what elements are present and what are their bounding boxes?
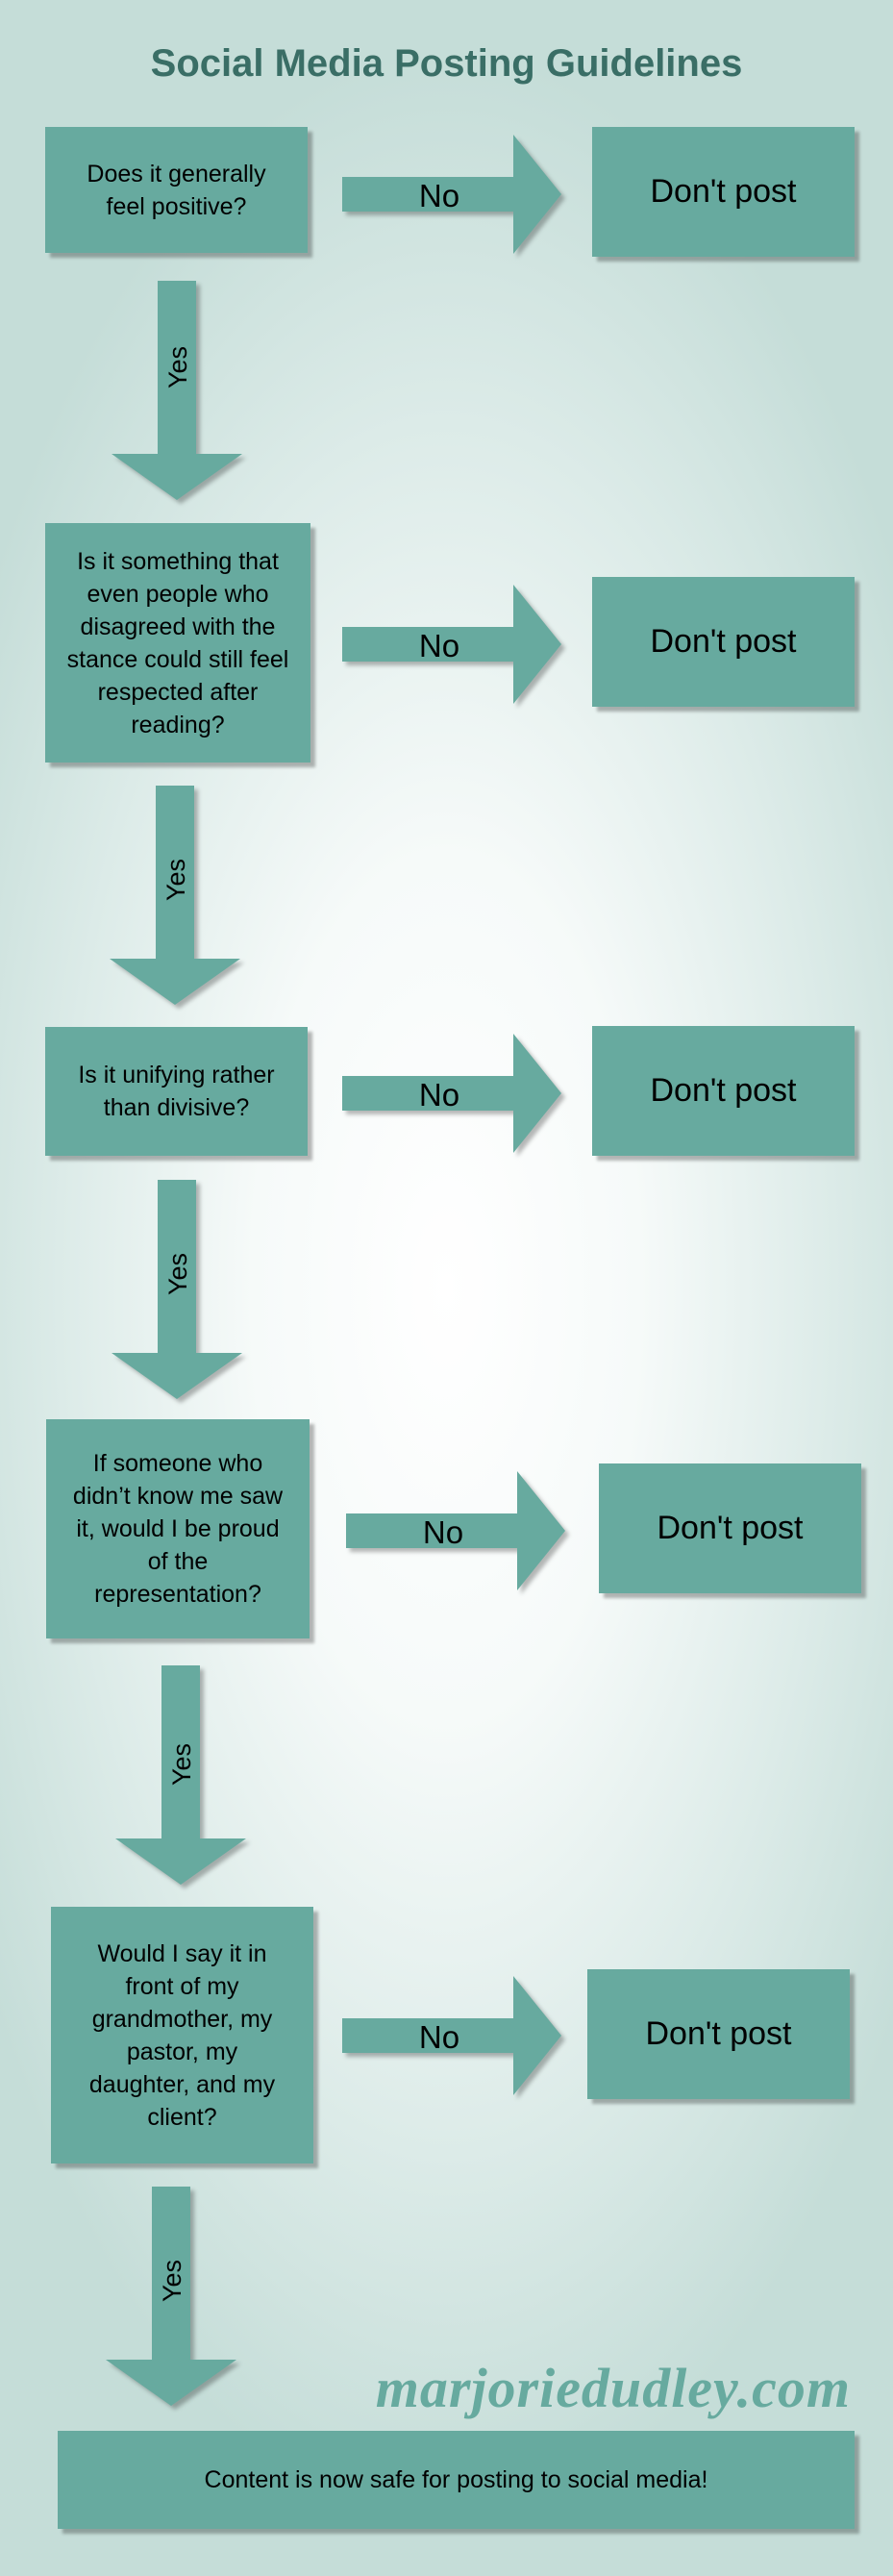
no-arrow-shape-4 [346, 1471, 565, 1590]
no-arrow-3: No [342, 1034, 561, 1153]
final-safe-text: Content is now safe for posting to socia… [204, 2465, 708, 2493]
no-arrow-shape-3 [342, 1034, 561, 1153]
yes-arrow-5: Yes [106, 2187, 236, 2406]
no-label-2: No [419, 628, 459, 663]
no-arrow-5: No [342, 1976, 561, 2095]
yes-label-1: Yes [163, 346, 192, 388]
no-arrow-2: No [342, 585, 561, 704]
question-box-1: Does it generally feel positive? [45, 127, 308, 253]
no-arrow-shape-1 [342, 135, 561, 254]
dont-post-box-4: Don't post [599, 1463, 861, 1593]
yes-label-3: Yes [163, 1253, 192, 1295]
no-label-5: No [419, 2019, 459, 2055]
dont-post-text-5: Don't post [645, 2015, 792, 2052]
yes-label-4: Yes [167, 1743, 196, 1786]
question-text-1: Does it generally feel positive? [87, 160, 266, 220]
question-box-2: Is it something that even people who dis… [45, 523, 310, 763]
yes-arrow-2: Yes [110, 786, 240, 1005]
question-text-2: Is it something that even people who dis… [66, 547, 289, 738]
yes-arrow-shape-2 [110, 786, 240, 1005]
question-text-3: Is it unifying rather than divisive? [78, 1062, 275, 1121]
dont-post-text-4: Don't post [657, 1510, 804, 1546]
no-label-1: No [419, 178, 459, 213]
yes-label-2: Yes [161, 859, 190, 901]
question-text-4: If someone who didn’t know me saw it, wo… [72, 1450, 284, 1608]
page-title: Social Media Posting Guidelines [150, 42, 743, 85]
yes-arrow-shape-1 [112, 281, 242, 500]
dont-post-box-1: Don't post [592, 127, 855, 257]
dont-post-text-1: Don't post [650, 173, 797, 210]
site-watermark: marjoriedudley.com [375, 2357, 851, 2419]
yes-arrow-1: Yes [112, 281, 242, 500]
no-label-3: No [419, 1077, 459, 1113]
no-arrow-shape-5 [342, 1976, 561, 2095]
question-text-5: Would I say it in front of my grandmothe… [88, 1939, 276, 2131]
yes-arrow-shape-3 [112, 1180, 242, 1399]
question-box-4: If someone who didn’t know me saw it, wo… [46, 1419, 310, 1638]
dont-post-text-2: Don't post [650, 623, 797, 660]
yes-label-5: Yes [158, 2260, 186, 2302]
no-arrow-shape-2 [342, 585, 561, 704]
question-box-5: Would I say it in front of my grandmothe… [51, 1907, 313, 2163]
no-arrow-4: No [346, 1471, 565, 1590]
yes-arrow-4: Yes [115, 1665, 246, 1885]
dont-post-box-3: Don't post [592, 1026, 855, 1156]
dont-post-box-2: Don't post [592, 577, 855, 707]
no-arrow-1: No [342, 135, 561, 254]
yes-arrow-shape-4 [115, 1665, 246, 1885]
yes-arrow-shape-5 [106, 2187, 236, 2406]
dont-post-text-3: Don't post [650, 1072, 797, 1109]
final-safe-box: Content is now safe for posting to socia… [58, 2431, 855, 2529]
no-label-4: No [423, 1514, 463, 1550]
yes-arrow-3: Yes [112, 1180, 242, 1399]
dont-post-box-5: Don't post [587, 1969, 850, 2099]
question-box-3: Is it unifying rather than divisive? [45, 1027, 308, 1156]
